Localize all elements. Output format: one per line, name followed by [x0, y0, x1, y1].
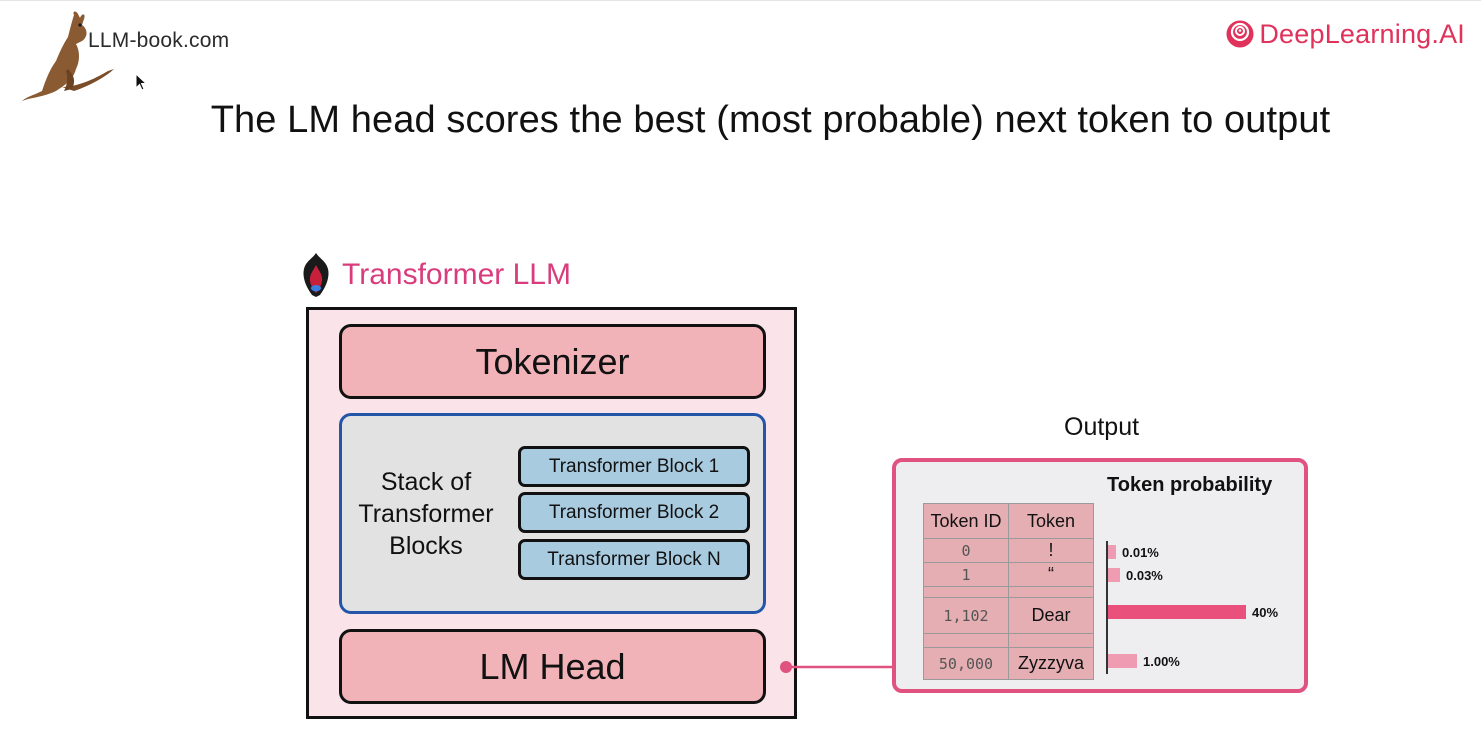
token-id-cell: 0	[923, 538, 1009, 563]
llm-book-text[interactable]: LLM-book.com	[88, 29, 230, 52]
token-cell: Zyzzyva	[1008, 647, 1094, 680]
stack-label-line-2: Transformer	[358, 500, 494, 528]
probability-bar-1	[1108, 568, 1120, 582]
probability-bar-5	[1108, 654, 1137, 668]
probability-label-3: 40%	[1252, 605, 1279, 620]
stack-label-line-1: Stack of	[380, 468, 472, 496]
kangaroo-icon	[22, 11, 114, 102]
transformer-llm-header: Transformer LLM	[298, 251, 571, 299]
token-id-cell: 1	[923, 562, 1009, 587]
probability-bar-3	[1108, 605, 1246, 619]
output-title: Output	[1064, 413, 1140, 441]
table-row-gap	[923, 586, 1094, 598]
header-token-id: Token ID	[923, 503, 1009, 539]
transformer-block-2: Transformer Block 2	[518, 492, 750, 533]
token-probability-title: Token probability	[1107, 474, 1273, 496]
token-table-header: Token ID Token	[923, 503, 1094, 539]
flame-icon	[303, 253, 329, 297]
probability-label-0: 0.01%	[1122, 545, 1159, 560]
token-id-cell	[923, 586, 1009, 598]
token-id-cell: 1,102	[923, 597, 1009, 634]
transformer-llm-title: Transformer LLM	[342, 258, 571, 291]
table-row: 50,000 Zyzzyva	[923, 647, 1094, 680]
token-cell: !	[1008, 538, 1094, 563]
probability-label-5: 1.00%	[1143, 654, 1180, 669]
llm-book-brand: LLM-book.com	[18, 9, 268, 104]
transformer-block-n: Transformer Block N	[518, 539, 750, 580]
header-token: Token	[1008, 503, 1094, 539]
transformer-block-1: Transformer Block 1	[518, 446, 750, 487]
mouse-cursor-icon	[135, 73, 147, 91]
probability-bar-0	[1108, 545, 1116, 559]
token-id-cell: 50,000	[923, 647, 1009, 680]
stack-label: Stack of Transformer Blocks	[346, 466, 506, 562]
table-row: 0 !	[923, 538, 1094, 563]
table-row: 1 “	[923, 562, 1094, 587]
token-cell	[1008, 586, 1094, 598]
tokenizer-box: Tokenizer	[339, 324, 766, 399]
deeplearning-brand: DeepLearning.AI	[1225, 17, 1465, 51]
table-row: 1,102 Dear	[923, 597, 1094, 634]
table-row-gap	[923, 633, 1094, 648]
slide-title: The LM head scores the best (most probab…	[210, 99, 1331, 141]
stack-label-line-3: Blocks	[389, 532, 463, 560]
lm-head-box: LM Head	[339, 629, 766, 704]
deeplearning-text[interactable]: DeepLearning.AI	[1259, 18, 1465, 49]
probability-axis	[1106, 541, 1108, 674]
deeplearning-logo-icon	[1226, 20, 1254, 48]
token-cell: Dear	[1008, 597, 1094, 634]
token-cell	[1008, 633, 1094, 648]
token-table: Token ID Token 0 ! 1 “ 1,102 Dear 50,000…	[923, 503, 1094, 680]
token-id-cell	[923, 633, 1009, 648]
token-cell: “	[1008, 562, 1094, 587]
probability-label-1: 0.03%	[1126, 568, 1163, 583]
